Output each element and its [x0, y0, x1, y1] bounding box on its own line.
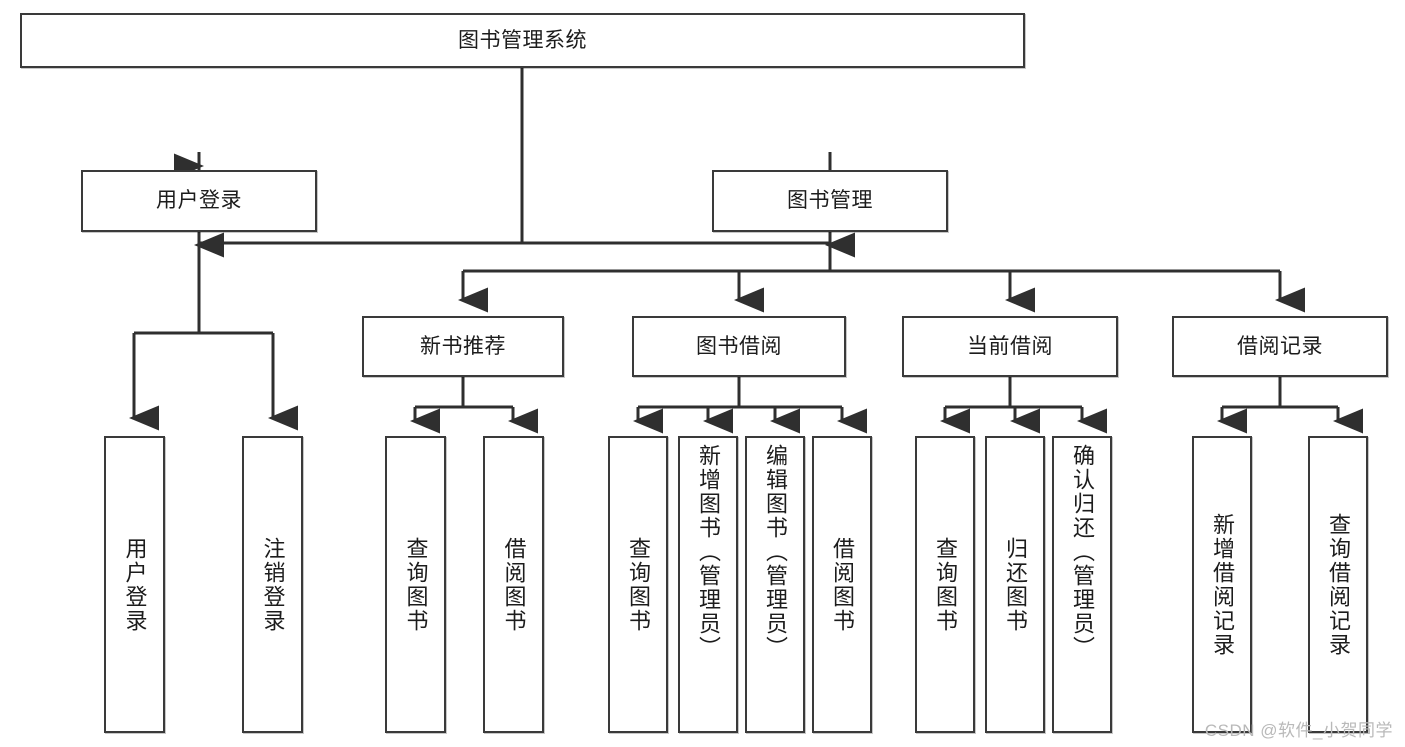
node-root-label: 图书管理系统 [458, 28, 587, 52]
node-leaf-add-record-label: 新增借阅记录 [1210, 512, 1235, 657]
node-book-management[interactable]: 图书管理 [712, 170, 948, 232]
node-book-borrow-label: 图书借阅 [696, 334, 782, 358]
node-leaf-edit-book[interactable]: 编辑图书（管理员） [745, 436, 805, 733]
node-leaf-query-book-1-label: 查询图书 [403, 536, 429, 633]
node-leaf-query-book-2[interactable]: 查询图书 [608, 436, 668, 733]
node-book-management-label: 图书管理 [787, 189, 873, 213]
node-leaf-return-book-label: 归还图书 [1003, 536, 1028, 633]
node-leaf-user-login-label: 用户登录 [122, 536, 148, 633]
node-user-login-label: 用户登录 [156, 189, 242, 213]
node-leaf-query-book-3[interactable]: 查询图书 [915, 436, 975, 733]
node-borrow-records-label: 借阅记录 [1237, 334, 1323, 358]
node-leaf-borrow-book-2[interactable]: 借阅图书 [812, 436, 872, 733]
node-leaf-edit-book-label: 编辑图书（管理员） [763, 444, 788, 660]
node-leaf-user-login[interactable]: 用户登录 [104, 436, 165, 733]
node-leaf-logout-label: 注销登录 [260, 536, 286, 633]
node-leaf-confirm-return[interactable]: 确认归还（管理员） [1052, 436, 1112, 733]
node-leaf-add-book-label: 新增图书（管理员） [696, 444, 721, 660]
node-current-borrow-label: 当前借阅 [967, 334, 1053, 358]
node-new-book-recommend[interactable]: 新书推荐 [362, 316, 564, 377]
node-leaf-confirm-return-label: 确认归还（管理员） [1070, 444, 1095, 660]
node-leaf-query-book-3-label: 查询图书 [933, 536, 958, 633]
node-leaf-add-book[interactable]: 新增图书（管理员） [678, 436, 738, 733]
node-leaf-return-book[interactable]: 归还图书 [985, 436, 1045, 733]
node-leaf-borrow-book-1-label: 借阅图书 [501, 536, 527, 633]
node-book-borrow[interactable]: 图书借阅 [632, 316, 846, 377]
node-leaf-query-record[interactable]: 查询借阅记录 [1308, 436, 1368, 733]
node-leaf-logout[interactable]: 注销登录 [242, 436, 303, 733]
watermark-text: CSDN @软件_小贺同学 [1204, 721, 1393, 740]
node-borrow-records[interactable]: 借阅记录 [1172, 316, 1388, 377]
node-root[interactable]: 图书管理系统 [20, 13, 1025, 68]
node-leaf-add-record[interactable]: 新增借阅记录 [1192, 436, 1252, 733]
node-leaf-query-record-label: 查询借阅记录 [1326, 512, 1351, 657]
node-leaf-query-book-1[interactable]: 查询图书 [385, 436, 446, 733]
node-new-book-recommend-label: 新书推荐 [420, 334, 506, 358]
node-leaf-borrow-book-1[interactable]: 借阅图书 [483, 436, 544, 733]
node-leaf-query-book-2-label: 查询图书 [626, 536, 651, 633]
node-leaf-borrow-book-2-label: 借阅图书 [830, 536, 855, 633]
node-current-borrow[interactable]: 当前借阅 [902, 316, 1118, 377]
node-user-login[interactable]: 用户登录 [81, 170, 317, 232]
